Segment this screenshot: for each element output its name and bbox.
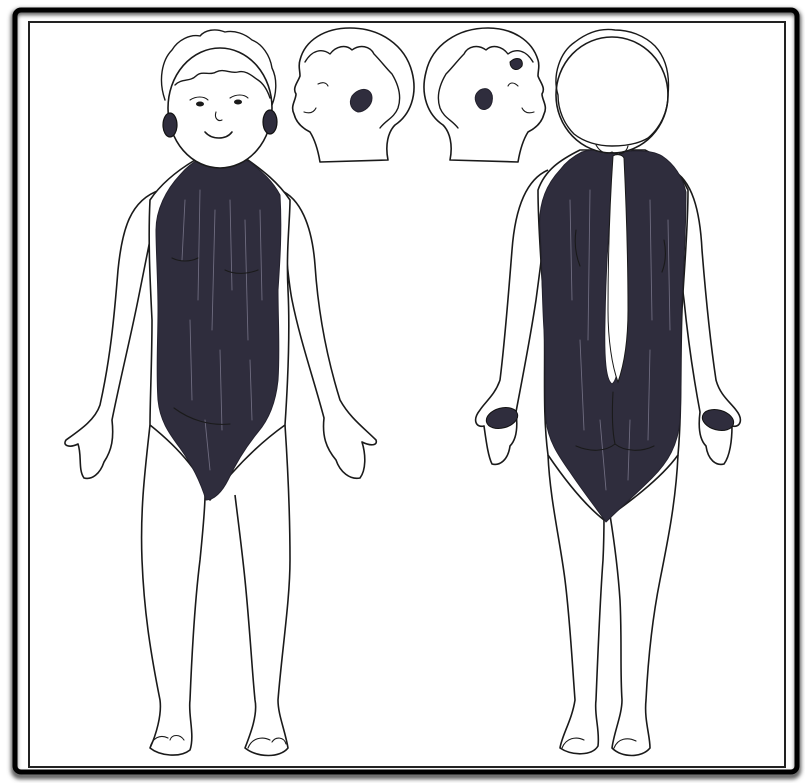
right-profile-ear-lesion	[475, 89, 492, 110]
front-right-eye-icon	[234, 100, 242, 105]
front-left-eye-icon	[196, 102, 204, 107]
front-left-ear-lesion	[163, 113, 177, 137]
front-right-ear-lesion	[263, 110, 277, 134]
front-head	[168, 48, 272, 168]
right-profile-hair-patch	[510, 59, 522, 70]
back-spine-sparing-strip	[608, 155, 628, 382]
